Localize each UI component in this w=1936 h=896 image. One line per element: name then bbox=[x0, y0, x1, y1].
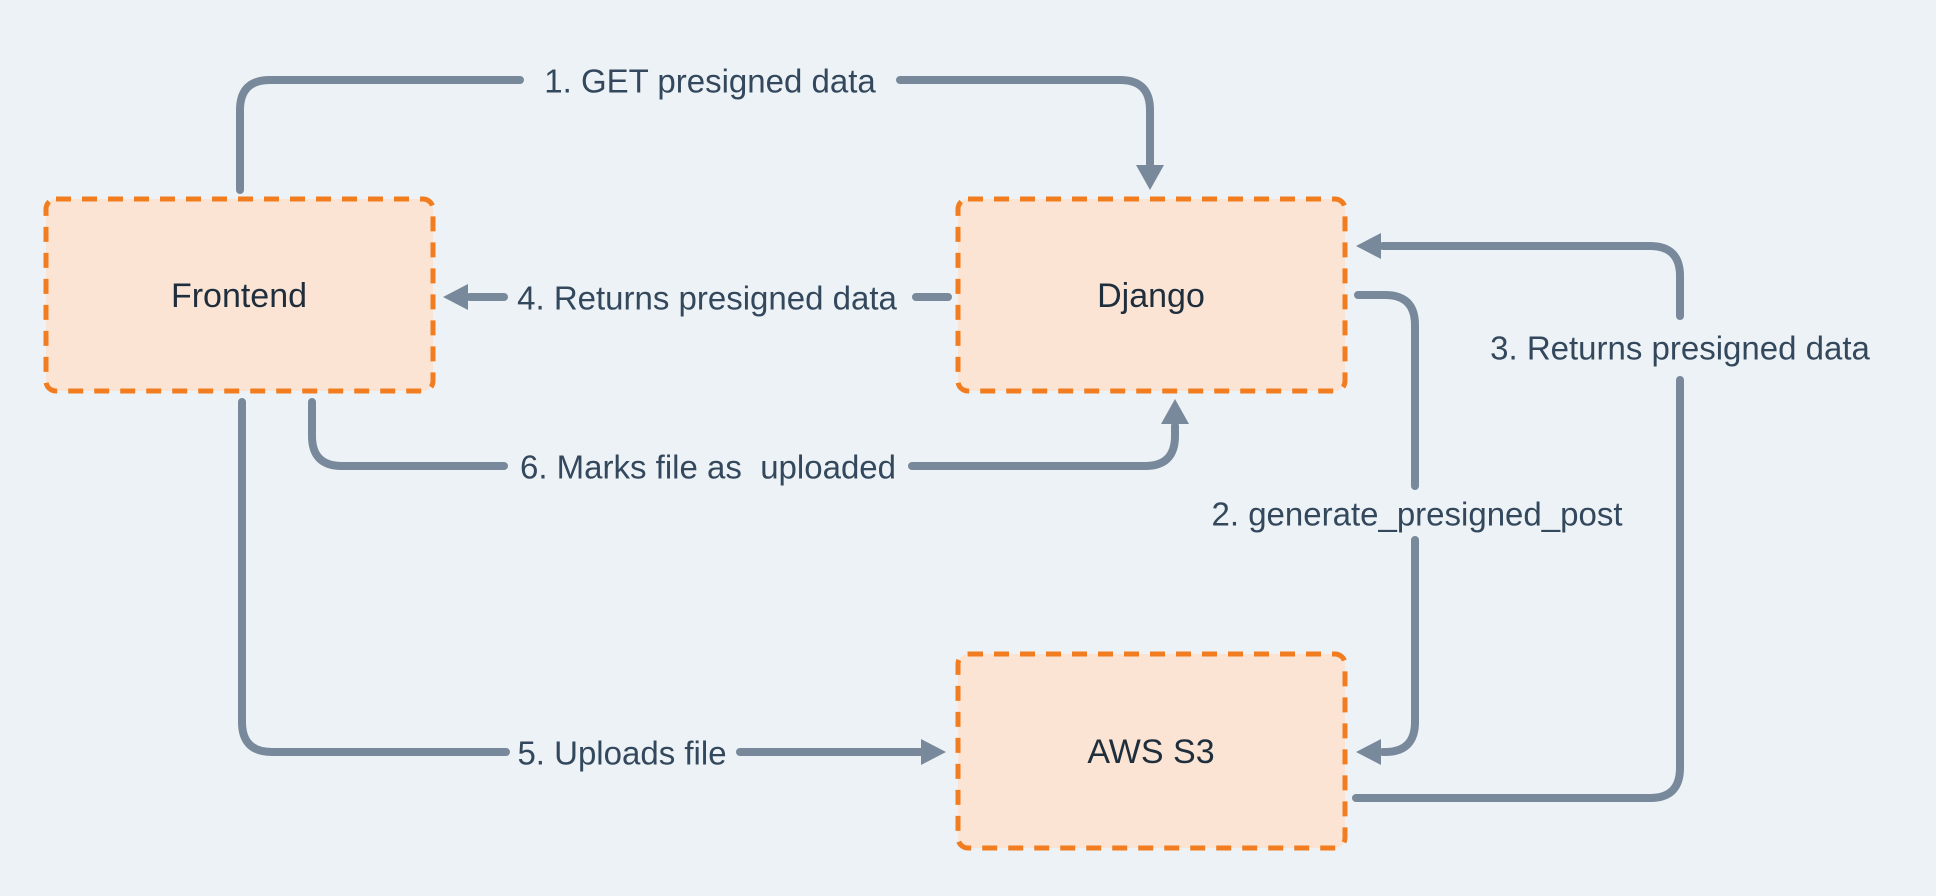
edge-4-label: 4. Returns presigned data bbox=[517, 280, 897, 317]
edge-1-label: 1. GET presigned data bbox=[544, 63, 876, 100]
edge-6-label: 6. Marks file as uploaded bbox=[520, 449, 896, 486]
edge-6-segment-left bbox=[308, 398, 508, 470]
frontend-node-box bbox=[43, 196, 436, 394]
edge-3-segment-top bbox=[1379, 242, 1684, 320]
edge-1-segment-right bbox=[896, 76, 1154, 168]
edge-5-label: 5. Uploads file bbox=[517, 735, 726, 772]
edge-5-uploads-file bbox=[238, 398, 946, 765]
aws-s3-node: AWS S3 bbox=[955, 651, 1348, 851]
edge-2-arrowhead-left-icon bbox=[1356, 739, 1381, 765]
edge-4-arrowhead-left-icon bbox=[443, 284, 468, 310]
edge-6-marks-file-as-uploaded bbox=[308, 398, 1189, 470]
django-node-label: Django bbox=[1097, 277, 1205, 315]
django-node-box bbox=[955, 196, 1348, 394]
django-node: Django bbox=[955, 196, 1348, 394]
edge-6-segment-right bbox=[908, 422, 1179, 470]
edge-3-segment-bottom bbox=[1352, 376, 1684, 802]
edge-1-segment-left bbox=[236, 76, 524, 194]
aws-s3-node-box bbox=[955, 651, 1348, 851]
edge-3-arrowhead-left-icon bbox=[1356, 233, 1381, 259]
edge-4-returns-presigned-data bbox=[443, 284, 952, 310]
edge-2-segment-bottom bbox=[1379, 536, 1419, 756]
edge-1-get-presigned-data bbox=[236, 76, 1164, 194]
edge-5-arrowhead-right-icon bbox=[921, 739, 946, 765]
edge-6-arrowhead-up-icon bbox=[1161, 399, 1189, 424]
aws-s3-node-label: AWS S3 bbox=[1087, 733, 1214, 771]
frontend-node-label: Frontend bbox=[171, 277, 307, 315]
frontend-node: Frontend bbox=[43, 196, 436, 394]
edge-2-label: 2. generate_presigned_post bbox=[1212, 496, 1623, 533]
edge-1-arrowhead-down-icon bbox=[1136, 165, 1164, 190]
edge-5-segment-left bbox=[238, 398, 510, 756]
edge-3-label: 3. Returns presigned data bbox=[1490, 330, 1870, 367]
edge-2-segment-top bbox=[1354, 291, 1419, 490]
edge-3-returns-presigned-data bbox=[1352, 233, 1684, 802]
edge-2-generate-presigned-post bbox=[1354, 291, 1419, 765]
